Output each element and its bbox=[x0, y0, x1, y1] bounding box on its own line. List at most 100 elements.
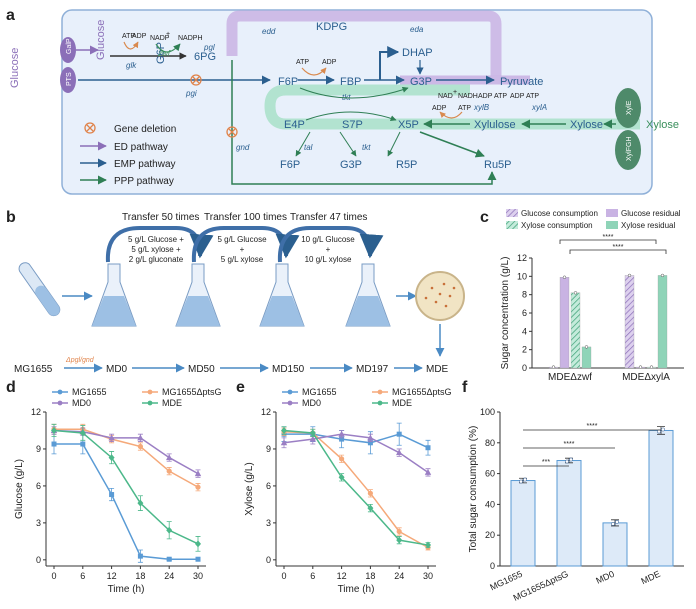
tal-label: tal bbox=[304, 143, 313, 152]
series-line bbox=[53, 429, 199, 475]
atp5-label: ATP bbox=[458, 105, 471, 112]
gnd-deletion-icon bbox=[226, 126, 238, 138]
fbp-label: FBP bbox=[340, 76, 361, 88]
pgl-label: pgl bbox=[203, 43, 215, 52]
y-tick-label: 3 bbox=[36, 518, 41, 528]
legend-label: MDE bbox=[162, 398, 182, 408]
x-tick-label: MDEΔxylA bbox=[622, 372, 670, 383]
nadh-label: NADH bbox=[458, 93, 478, 100]
data-point bbox=[195, 484, 201, 490]
s7p-label: S7P bbox=[342, 119, 363, 131]
data-point bbox=[166, 556, 172, 562]
transfer-2-line-1: 5 g/L Glucose bbox=[217, 235, 267, 244]
adp5-label: ADP bbox=[432, 105, 447, 112]
x-tick-label: 6 bbox=[310, 571, 315, 581]
series-line bbox=[283, 430, 429, 549]
strain-md150: MD150 bbox=[272, 364, 305, 375]
bar-point bbox=[573, 291, 578, 295]
bar-point bbox=[565, 459, 569, 464]
series-line bbox=[283, 433, 429, 473]
f6p-label: F6P bbox=[278, 76, 298, 88]
xylose-internal: Xylose bbox=[570, 119, 603, 131]
petri-dish-icon bbox=[415, 271, 465, 321]
data-point bbox=[396, 528, 402, 535]
data-point bbox=[79, 429, 86, 437]
legend-swatch bbox=[506, 209, 518, 217]
x-tick-label: MDEΔzwf bbox=[548, 372, 592, 383]
pgi-label: pgi bbox=[185, 89, 197, 98]
gnd-label: gnd bbox=[236, 143, 250, 152]
bar-point bbox=[615, 519, 619, 524]
strain-mde: MDE bbox=[426, 364, 449, 375]
flask-1-icon bbox=[91, 263, 137, 327]
pyruvate-label: Pyruvate bbox=[500, 76, 543, 88]
data-point bbox=[51, 426, 57, 434]
series-line bbox=[54, 428, 199, 488]
data-point bbox=[425, 445, 431, 451]
y-axis-title: Xylose (g/L) bbox=[244, 462, 255, 515]
legend-marker bbox=[57, 389, 63, 395]
nadp-sup: + bbox=[166, 31, 170, 38]
y-tick-label: 20 bbox=[485, 530, 495, 540]
legend-swatch bbox=[606, 221, 618, 229]
glucose-external: Glucose bbox=[9, 48, 21, 88]
y-tick-label: 12 bbox=[31, 407, 41, 417]
dhap-label: DHAP bbox=[402, 47, 433, 59]
bar bbox=[648, 429, 674, 567]
error-bar bbox=[657, 426, 665, 435]
y-tick-label: 9 bbox=[36, 444, 41, 454]
r5p-label: R5P bbox=[396, 159, 417, 171]
deletion-label: Δpgl/gnd bbox=[65, 357, 95, 364]
x-tick-label: 24 bbox=[394, 571, 404, 581]
xyla-label: xylA bbox=[531, 103, 547, 112]
data-point bbox=[51, 441, 57, 447]
data-point bbox=[194, 470, 202, 477]
x-tick-label: MDE bbox=[639, 569, 661, 587]
x-tick-label: 12 bbox=[107, 571, 117, 581]
transfer-1-line-2: 5 g/L xylose + bbox=[131, 245, 181, 254]
test-tube-icon bbox=[18, 262, 61, 317]
bar bbox=[570, 292, 581, 369]
bar-point bbox=[562, 275, 567, 279]
series-line bbox=[283, 429, 429, 546]
strain-mg1655: MG1655 bbox=[14, 364, 53, 375]
legend-marker bbox=[57, 400, 63, 406]
f6p-lower-label: F6P bbox=[280, 159, 300, 171]
ru5p-label: Ru5P bbox=[484, 159, 512, 171]
significance-label: **** bbox=[613, 244, 624, 251]
y-tick-label: 0 bbox=[522, 363, 527, 373]
xylb-label: xylB bbox=[473, 103, 490, 112]
y-tick-label: 9 bbox=[266, 444, 271, 454]
legend-marker bbox=[377, 400, 383, 406]
bar-point bbox=[523, 477, 527, 482]
x-tick-label: 24 bbox=[164, 571, 174, 581]
adp4-label: ADP bbox=[510, 93, 525, 100]
data-point bbox=[309, 429, 316, 437]
transfer-3-line-1: 10 g/L Glucose bbox=[301, 235, 355, 244]
data-point bbox=[80, 441, 86, 447]
transfer-3-line-3: 10 g/L xylose bbox=[305, 255, 352, 264]
x-tick-label: 30 bbox=[193, 571, 203, 581]
y-tick-label: 2 bbox=[522, 345, 527, 355]
g3p-label: G3P bbox=[410, 76, 432, 88]
x-tick-label: 0 bbox=[51, 571, 56, 581]
transfer-2-title: Transfer 100 times bbox=[204, 212, 287, 223]
legend-swatch bbox=[506, 221, 518, 229]
kdpg-label: KDPG bbox=[316, 21, 347, 33]
data-point bbox=[339, 456, 345, 462]
legend-ppp-label: PPP pathway bbox=[114, 176, 174, 187]
y-axis-title: Glucose (g/L) bbox=[14, 459, 25, 519]
significance-label: **** bbox=[587, 423, 598, 430]
bar-point bbox=[584, 345, 589, 349]
panel-letter-d: d bbox=[6, 379, 16, 396]
atp2-label: ATP bbox=[296, 59, 309, 66]
y-axis-title: Sugar concentration (g/L) bbox=[500, 257, 511, 370]
significance-bracket bbox=[569, 249, 667, 254]
legend-label: MD0 bbox=[72, 398, 91, 408]
transfer-2-line-3: 5 g/L xylose bbox=[221, 255, 264, 264]
data-point bbox=[195, 540, 201, 548]
flask-3-icon bbox=[259, 263, 305, 327]
